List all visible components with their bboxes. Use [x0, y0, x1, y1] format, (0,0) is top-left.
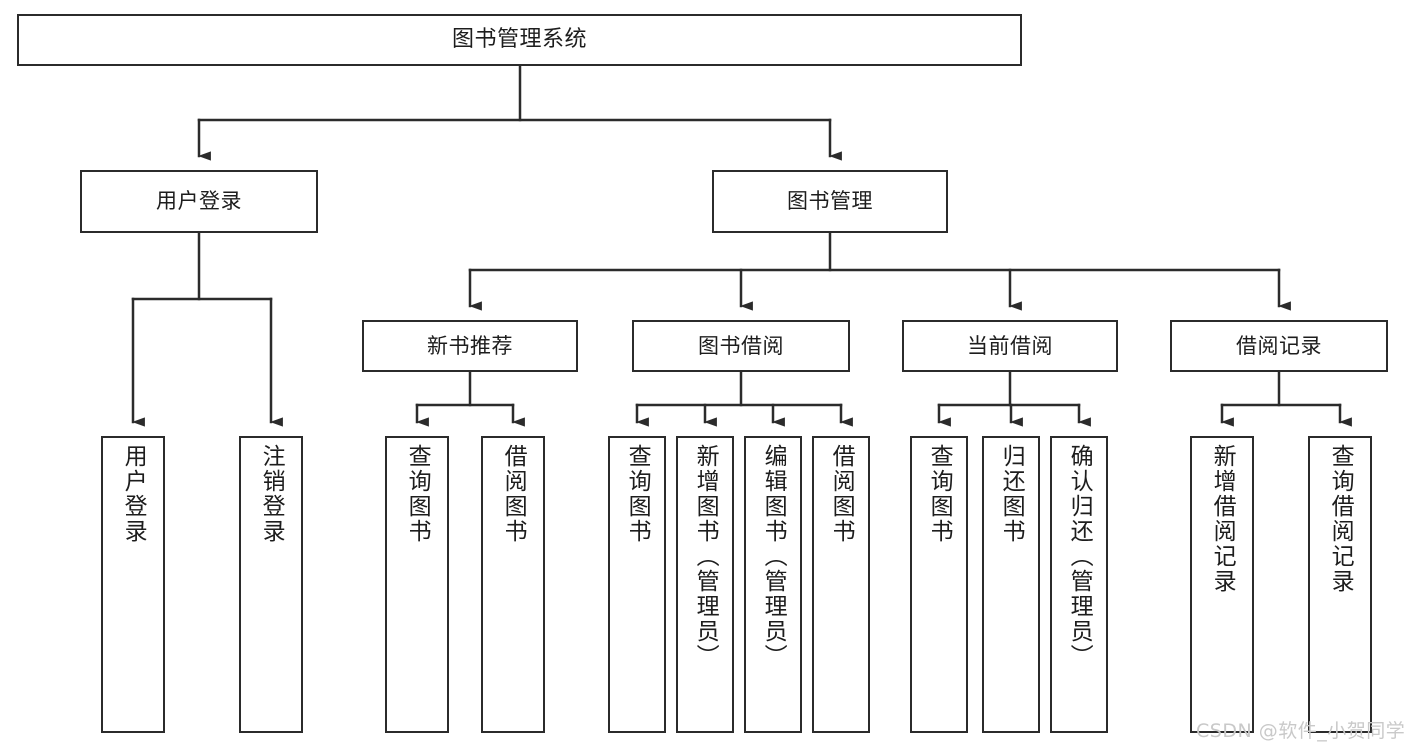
leaf-borrow-book-label: 借阅图书: [828, 444, 855, 544]
node-borrow-records-label: 借阅记录: [1236, 333, 1322, 358]
node-root-label: 图书管理系统: [451, 27, 587, 53]
node-book-borrow[interactable]: 图书借阅: [632, 320, 850, 372]
leaf-query-book-borrow-label: 查询图书: [624, 444, 651, 544]
leaf-confirm-return-admin[interactable]: 确认归还（管理员）: [1050, 436, 1108, 733]
leaf-confirm-return-admin-label: 确认归还（管理员）: [1066, 444, 1093, 669]
leaf-add-book-admin[interactable]: 新增图书（管理员）: [676, 436, 734, 733]
leaf-query-book-current-label: 查询图书: [926, 444, 953, 544]
leaf-edit-book-admin[interactable]: 编辑图书（管理员）: [744, 436, 802, 733]
node-current-borrow[interactable]: 当前借阅: [902, 320, 1118, 372]
node-user-login-label: 用户登录: [156, 189, 242, 214]
node-book-management-label: 图书管理: [787, 189, 873, 214]
leaf-logout[interactable]: 注销登录: [239, 436, 303, 733]
leaf-query-book-current[interactable]: 查询图书: [910, 436, 968, 733]
node-new-book-recommend-label: 新书推荐: [427, 333, 513, 358]
leaf-borrow-book-new-label: 借阅图书: [500, 444, 527, 544]
leaf-edit-book-admin-label: 编辑图书（管理员）: [760, 444, 787, 669]
leaf-add-borrow-record[interactable]: 新增借阅记录: [1190, 436, 1254, 733]
leaf-add-book-admin-label: 新增图书（管理员）: [692, 444, 719, 669]
leaf-borrow-book[interactable]: 借阅图书: [812, 436, 870, 733]
node-current-borrow-label: 当前借阅: [967, 333, 1053, 358]
leaf-query-book-new-label: 查询图书: [404, 444, 431, 544]
leaf-query-book-borrow[interactable]: 查询图书: [608, 436, 666, 733]
leaf-return-book-label: 归还图书: [998, 444, 1025, 544]
leaf-query-borrow-record[interactable]: 查询借阅记录: [1308, 436, 1372, 733]
node-user-login[interactable]: 用户登录: [80, 170, 318, 233]
node-book-borrow-label: 图书借阅: [698, 333, 784, 358]
leaf-logout-label: 注销登录: [258, 444, 285, 544]
node-book-management[interactable]: 图书管理: [712, 170, 948, 233]
leaf-add-borrow-record-label: 新增借阅记录: [1209, 444, 1236, 594]
csdn-watermark: CSDN @软件_小贺同学: [1196, 720, 1405, 742]
leaf-user-login[interactable]: 用户登录: [101, 436, 165, 733]
leaf-query-book-new[interactable]: 查询图书: [385, 436, 449, 733]
node-borrow-records[interactable]: 借阅记录: [1170, 320, 1388, 372]
leaf-return-book[interactable]: 归还图书: [982, 436, 1040, 733]
node-root[interactable]: 图书管理系统: [17, 14, 1022, 66]
node-new-book-recommend[interactable]: 新书推荐: [362, 320, 578, 372]
leaf-query-borrow-record-label: 查询借阅记录: [1327, 444, 1354, 594]
leaf-borrow-book-new[interactable]: 借阅图书: [481, 436, 545, 733]
leaf-user-login-label: 用户登录: [120, 444, 147, 544]
